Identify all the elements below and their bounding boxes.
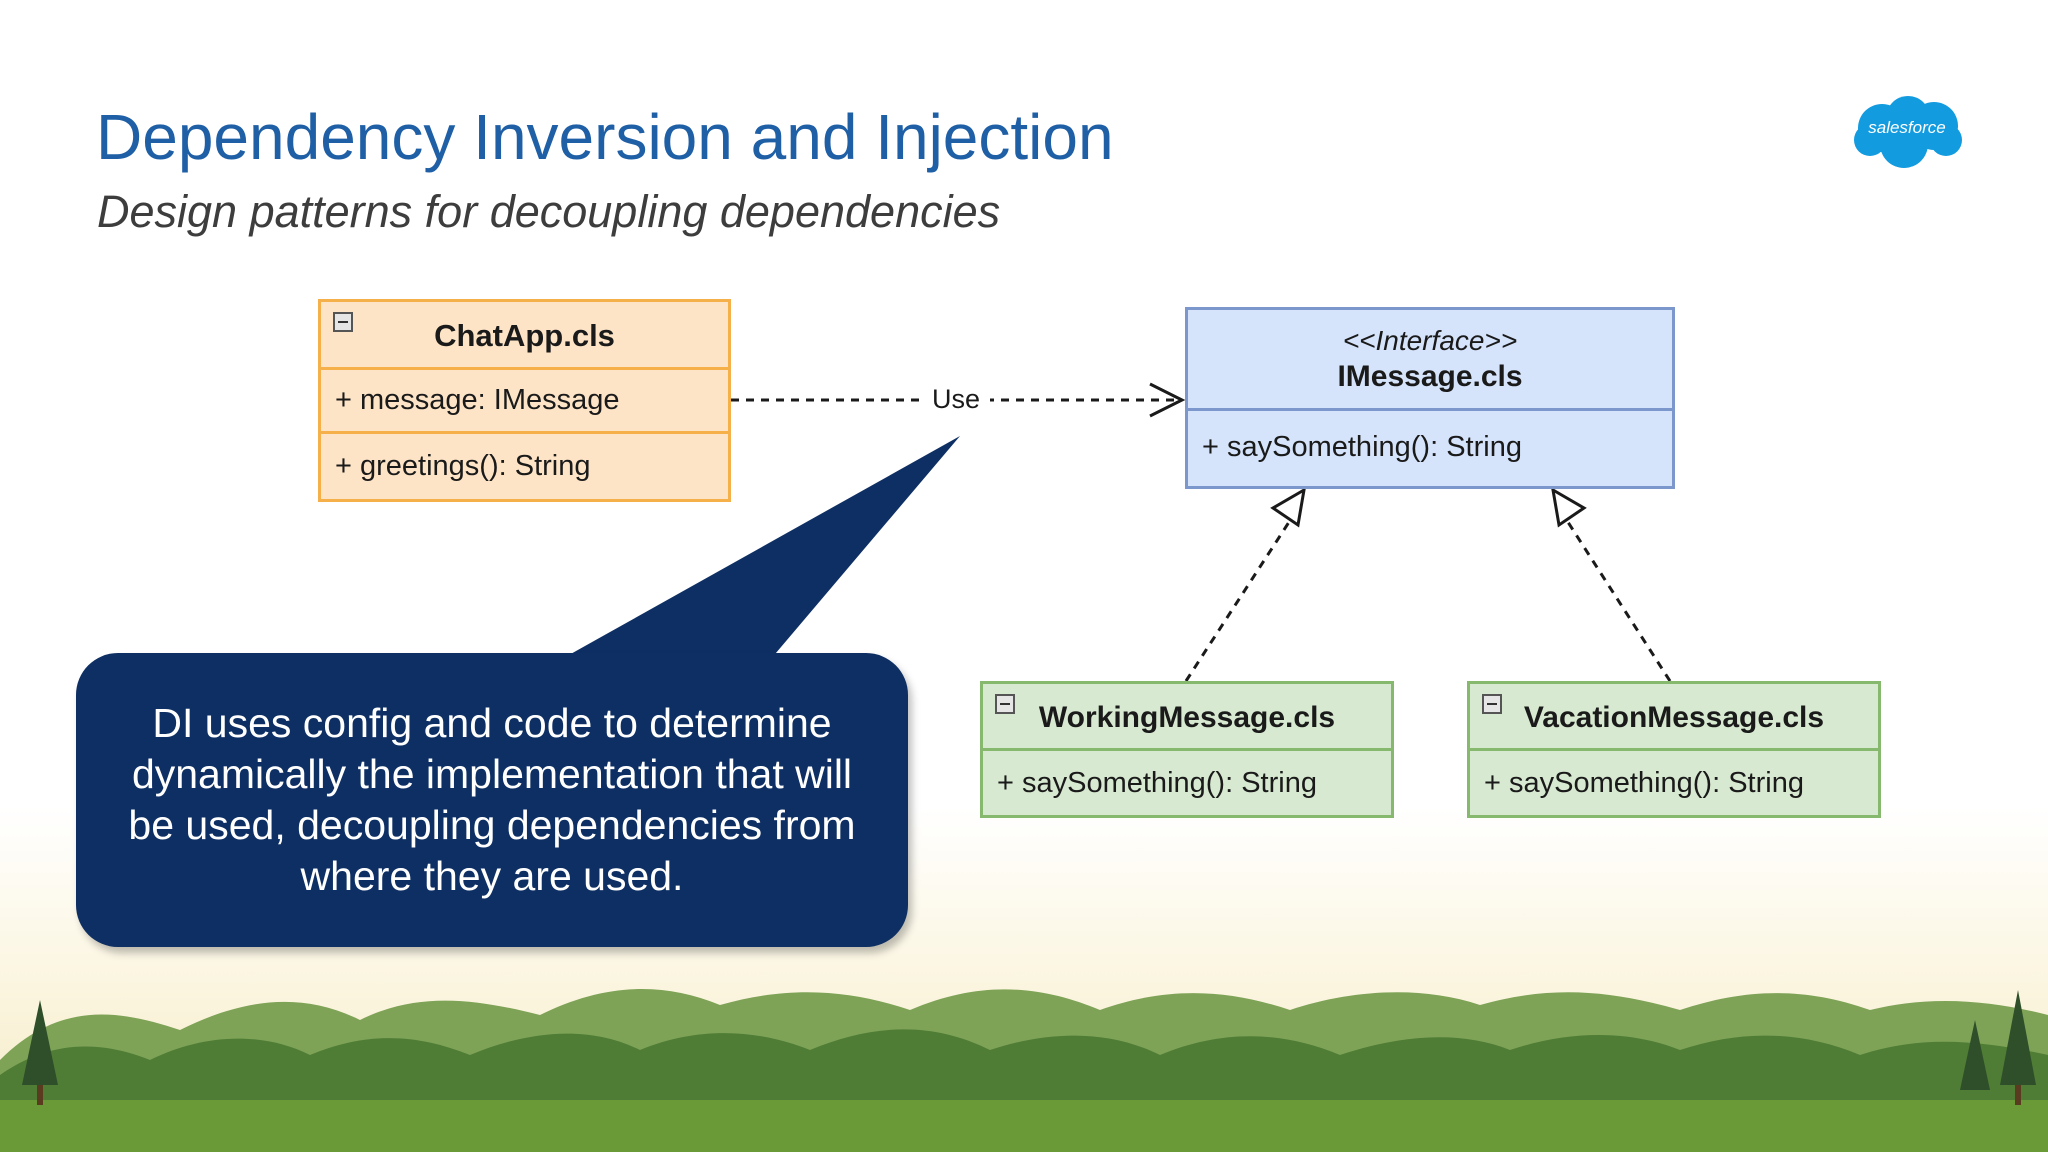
grass bbox=[0, 1100, 2048, 1152]
class-method: + saySomething(): String bbox=[1484, 766, 1804, 799]
interface-imessage[interactable]: <<Interface>> IMessage.cls + saySomethin… bbox=[1185, 307, 1675, 489]
class-method: + saySomething(): String bbox=[997, 766, 1317, 799]
collapse-icon[interactable] bbox=[333, 312, 353, 332]
vacation-realization-arrowhead bbox=[1550, 487, 1587, 528]
class-chatapp[interactable]: ChatApp.cls + message: IMessage + greeti… bbox=[318, 299, 731, 502]
slide-title: Dependency Inversion and Injection bbox=[96, 101, 1114, 173]
class-name: VacationMessage.cls bbox=[1523, 701, 1825, 734]
interface-name: IMessage.cls bbox=[1337, 360, 1523, 393]
slide-subtitle: Design patterns for decoupling dependenc… bbox=[97, 186, 1001, 237]
use-relation-label: Use bbox=[922, 384, 990, 415]
class-name: WorkingMessage.cls bbox=[1038, 701, 1336, 734]
explanation-callout: DI uses config and code to determine dyn… bbox=[76, 653, 908, 947]
class-header: WorkingMessage.cls bbox=[983, 684, 1391, 751]
salesforce-logo: salesforce bbox=[1848, 92, 1966, 172]
tree-right bbox=[1960, 990, 2036, 1105]
class-vacationmessage[interactable]: VacationMessage.cls + saySomething(): St… bbox=[1467, 681, 1881, 818]
working-realization-arrowhead bbox=[1270, 487, 1307, 528]
vacation-realization-line bbox=[1564, 518, 1672, 682]
class-name: ChatApp.cls bbox=[434, 318, 615, 353]
class-method: + greetings(): String bbox=[335, 449, 591, 482]
dependency-arrowhead bbox=[1149, 382, 1186, 418]
tree-left bbox=[22, 1000, 58, 1105]
class-header: ChatApp.cls bbox=[321, 302, 728, 370]
working-realization-line bbox=[1184, 518, 1293, 682]
interface-header: <<Interface>> IMessage.cls bbox=[1188, 310, 1672, 411]
callout-text: DI uses config and code to determine dyn… bbox=[128, 700, 856, 899]
interface-stereotype: <<Interface>> bbox=[1342, 325, 1518, 356]
class-header: VacationMessage.cls bbox=[1470, 684, 1878, 751]
class-attribute: + message: IMessage bbox=[321, 370, 728, 434]
logo-wordmark: salesforce bbox=[1868, 118, 1946, 137]
collapse-icon[interactable] bbox=[995, 694, 1015, 714]
interface-method: + saySomething(): String bbox=[1202, 430, 1522, 463]
collapse-icon[interactable] bbox=[1482, 694, 1502, 714]
class-workingmessage[interactable]: WorkingMessage.cls + saySomething(): Str… bbox=[980, 681, 1394, 818]
